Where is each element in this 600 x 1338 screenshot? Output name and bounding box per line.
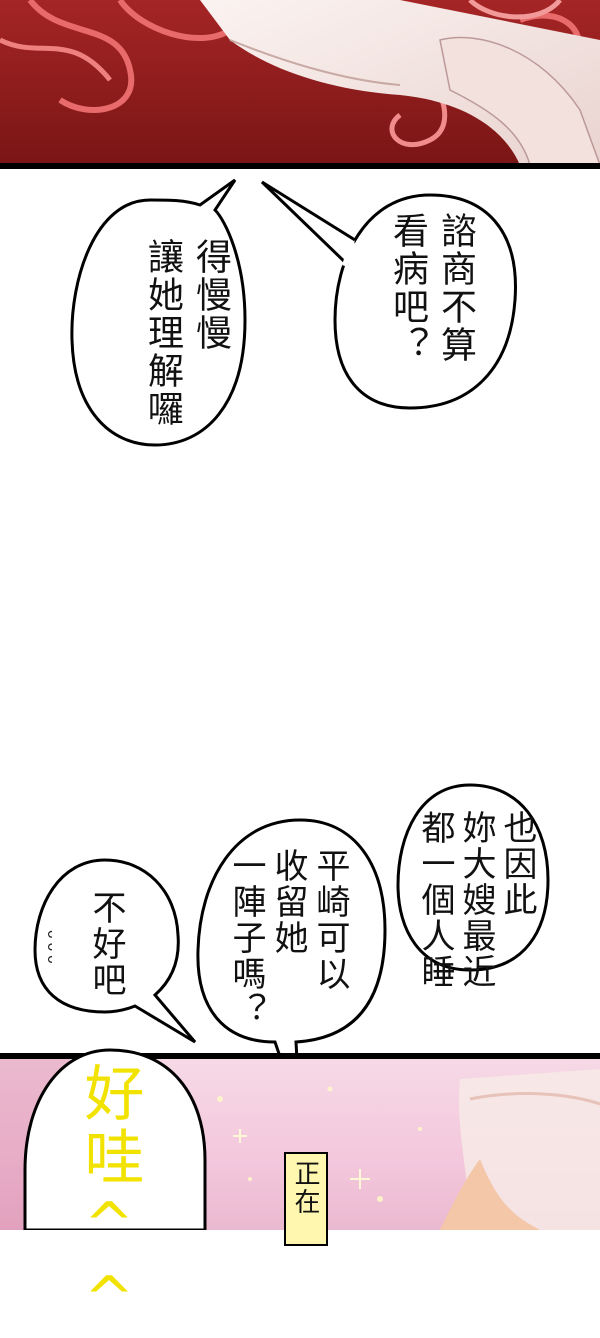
bubble-right-upper-line2: 看病吧？ (387, 212, 428, 364)
panel-border-top (0, 163, 600, 169)
top-panel-art (0, 0, 600, 165)
bubble-left-upper-line2: 讓她理解囉 (142, 238, 183, 428)
big-reaction-text: 好哇^^ (74, 1062, 144, 1338)
sweat-drops-sfx: ᴗᴗᴗ (44, 930, 60, 968)
caption-text: 正在 (290, 1160, 320, 1216)
bubble-left-upper-line1: 得慢慢 (190, 238, 231, 352)
bottom-bubble-art (23, 1048, 207, 1230)
top-panel (0, 0, 600, 165)
bubble-middle-lower-line3: 一陣子嗎？ (226, 848, 266, 1028)
lower-bubbles-art (33, 783, 550, 1116)
bubble-right-upper-line1: 諮商不算 (435, 212, 476, 364)
bubble-right-lower-line3: 都一個人睡 (415, 810, 455, 990)
panel-border-bottom (0, 1053, 600, 1059)
bubble-left-lower-line1: 不好吧 (86, 890, 126, 998)
bubble-middle-lower-line1: 平崎可以 (310, 848, 350, 992)
bubble-middle-lower-line2: 收留她 (268, 848, 308, 956)
bubble-right-lower-line2: 妳大嫂最近 (456, 810, 496, 990)
upper-bubbles-art (70, 178, 517, 447)
bubble-right-lower-line1: 也因此 (497, 810, 537, 918)
